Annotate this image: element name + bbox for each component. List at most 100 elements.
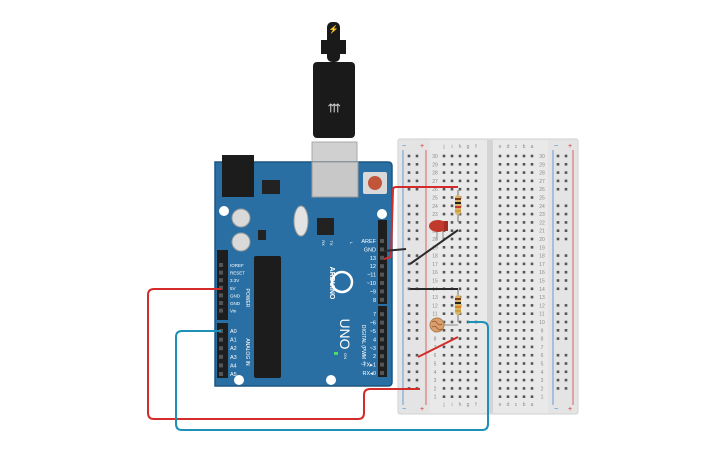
breadboard-hole[interactable] (442, 212, 446, 216)
breadboard-hole[interactable] (530, 221, 534, 224)
breadboard-hole[interactable] (450, 353, 454, 357)
analog-pin-socket[interactable] (219, 372, 223, 376)
breadboard-hole[interactable] (530, 329, 534, 332)
rail-hole[interactable] (564, 270, 568, 274)
breadboard-hole[interactable] (498, 163, 502, 166)
breadboard-hole[interactable] (522, 212, 526, 216)
breadboard-hole[interactable] (530, 304, 534, 307)
rail-hole[interactable] (556, 378, 560, 382)
rail-hole[interactable] (407, 154, 411, 158)
breadboard-hole[interactable] (450, 395, 454, 398)
rail-hole[interactable] (407, 353, 411, 357)
breadboard-hole[interactable] (466, 187, 470, 191)
breadboard-hole[interactable] (506, 212, 510, 216)
breadboard-hole[interactable] (514, 337, 518, 340)
breadboard-hole[interactable] (466, 362, 470, 365)
breadboard-hole[interactable] (442, 262, 446, 266)
breadboard-hole[interactable] (498, 196, 502, 199)
breadboard-hole[interactable] (498, 353, 502, 357)
breadboard-hole[interactable] (458, 171, 462, 174)
breadboard-hole[interactable] (466, 345, 470, 349)
breadboard-hole[interactable] (458, 262, 462, 266)
breadboard-hole[interactable] (458, 370, 462, 374)
rail-hole[interactable] (556, 329, 560, 332)
breadboard-hole[interactable] (522, 353, 526, 357)
breadboard-hole[interactable] (450, 163, 454, 166)
breadboard-hole[interactable] (474, 370, 478, 374)
breadboard-hole[interactable] (506, 204, 510, 208)
rail-hole[interactable] (556, 171, 560, 174)
breadboard-hole[interactable] (506, 246, 510, 249)
breadboard-hole[interactable] (466, 337, 470, 340)
breadboard-hole[interactable] (442, 362, 446, 365)
rail-hole[interactable] (407, 279, 411, 282)
rail-hole[interactable] (556, 163, 560, 166)
breadboard-hole[interactable] (506, 378, 510, 382)
breadboard-hole[interactable] (506, 262, 510, 266)
power-pin-socket[interactable] (219, 278, 223, 283)
wire-blue-a0[interactable] (175, 321, 489, 431)
breadboard-hole[interactable] (458, 254, 462, 257)
resistor-2[interactable] (455, 290, 461, 322)
breadboard-hole[interactable] (498, 387, 502, 390)
breadboard-hole[interactable] (458, 163, 462, 166)
breadboard-hole[interactable] (530, 171, 534, 174)
breadboard-hole[interactable] (506, 254, 510, 257)
breadboard-hole[interactable] (474, 229, 478, 232)
breadboard-hole[interactable] (498, 395, 502, 398)
breadboard-hole[interactable] (514, 179, 518, 183)
rail-hole[interactable] (564, 204, 568, 208)
breadboard-hole[interactable] (450, 254, 454, 257)
breadboard-hole[interactable] (530, 370, 534, 374)
breadboard-hole[interactable] (498, 304, 502, 307)
digital-pin-socket[interactable] (380, 371, 384, 375)
breadboard-hole[interactable] (514, 295, 518, 299)
breadboard-hole[interactable] (458, 345, 462, 349)
breadboard-hole[interactable] (442, 312, 446, 315)
breadboard-hole[interactable] (458, 187, 462, 191)
rail-hole[interactable] (564, 262, 568, 266)
breadboard-hole[interactable] (530, 254, 534, 257)
breadboard-hole[interactable] (474, 345, 478, 349)
breadboard-hole[interactable] (530, 312, 534, 315)
rail-hole[interactable] (415, 237, 419, 241)
breadboard-hole[interactable] (498, 246, 502, 249)
breadboard-hole[interactable] (514, 254, 518, 257)
breadboard-hole[interactable] (458, 237, 462, 241)
breadboard-hole[interactable] (442, 378, 446, 382)
breadboard-hole[interactable] (450, 154, 454, 158)
breadboard-hole[interactable] (466, 262, 470, 266)
rail-hole[interactable] (415, 279, 419, 282)
breadboard-hole[interactable] (466, 353, 470, 357)
digital-pin-socket[interactable] (380, 247, 384, 252)
rail-hole[interactable] (407, 362, 411, 365)
breadboard-hole[interactable] (522, 312, 526, 315)
breadboard-hole[interactable] (466, 221, 470, 224)
breadboard-hole[interactable] (514, 387, 518, 390)
rail-hole[interactable] (564, 337, 568, 340)
breadboard-hole[interactable] (458, 353, 462, 357)
breadboard-hole[interactable] (474, 237, 478, 241)
breadboard-hole[interactable] (514, 171, 518, 174)
breadboard-hole[interactable] (522, 154, 526, 158)
breadboard-hole[interactable] (498, 320, 502, 324)
breadboard-hole[interactable] (514, 221, 518, 224)
breadboard-hole[interactable] (474, 221, 478, 224)
breadboard-hole[interactable] (514, 320, 518, 324)
breadboard-hole[interactable] (514, 353, 518, 357)
breadboard-hole[interactable] (474, 254, 478, 257)
breadboard-hole[interactable] (450, 370, 454, 374)
breadboard-hole[interactable] (474, 279, 478, 282)
rail-hole[interactable] (564, 353, 568, 357)
breadboard-hole[interactable] (522, 237, 526, 241)
rail-hole[interactable] (415, 378, 419, 382)
rail-hole[interactable] (564, 287, 568, 291)
breadboard-hole[interactable] (466, 204, 470, 208)
breadboard-hole[interactable] (522, 163, 526, 166)
rail-hole[interactable] (415, 270, 419, 274)
rail-hole[interactable] (556, 287, 560, 291)
breadboard-hole[interactable] (522, 221, 526, 224)
wire-red-pin13[interactable] (383, 186, 458, 260)
digital-header-lower[interactable] (378, 306, 387, 377)
breadboard-hole[interactable] (522, 287, 526, 291)
